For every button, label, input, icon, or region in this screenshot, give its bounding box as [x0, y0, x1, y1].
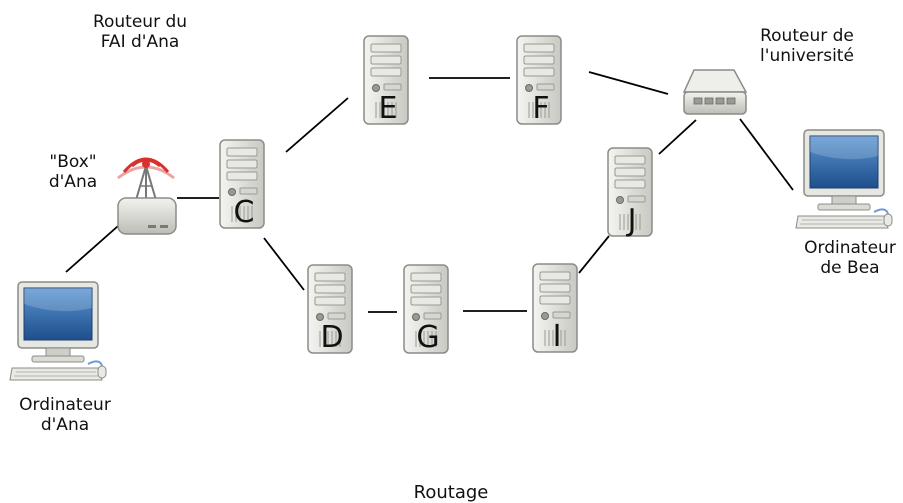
box-label-line1: "Box" — [49, 152, 97, 172]
link-j-i — [578, 235, 610, 274]
link-uni-bea — [739, 118, 794, 191]
bea-computer-label-line1: Ordinateur — [804, 238, 896, 258]
link-f-uni — [588, 71, 669, 95]
university-router-label-line2: l'université — [760, 46, 854, 66]
server-c-icon: C — [219, 139, 265, 230]
box-router-icon — [117, 157, 177, 235]
server-i-icon: I — [532, 263, 578, 354]
university-router-icon — [682, 69, 748, 115]
bea-computer-label: Ordinateur de Bea — [790, 238, 903, 278]
isp-router-label-line2: FAI d'Ana — [100, 32, 180, 52]
isp-router-label: Routeur du FAI d'Ana — [75, 12, 205, 52]
box-label-line2: d'Ana — [48, 172, 98, 192]
connection-lines — [65, 71, 794, 313]
server-e-label: E — [379, 91, 398, 126]
isp-router-label-line1: Routeur du — [92, 12, 188, 32]
server-d-label: D — [320, 320, 343, 355]
bea-computer-label-line2: de Bea — [820, 258, 880, 278]
server-d-icon: D — [307, 264, 353, 355]
box-label: "Box" d'Ana — [28, 152, 118, 192]
link-c-e — [285, 97, 349, 153]
computer-bea-icon — [795, 129, 893, 229]
diagram-caption: Routage — [413, 482, 489, 503]
servers-layer: C D E F G I J — [219, 35, 653, 355]
server-e-icon: E — [363, 35, 409, 126]
ana-computer-label-line2: d'Ana — [40, 415, 90, 435]
link-uni-j — [658, 119, 697, 155]
server-g-label: G — [416, 320, 439, 355]
server-g-icon: G — [403, 264, 449, 355]
server-f-icon: F — [516, 35, 562, 126]
server-j-icon: J — [607, 147, 653, 238]
link-c-d — [263, 237, 305, 291]
university-router-label: Routeur de l'université — [742, 26, 872, 66]
server-c-label: C — [234, 195, 255, 230]
server-j-label: J — [626, 203, 637, 238]
university-router-label-line1: Routeur de — [760, 26, 854, 46]
ana-computer-label-line1: Ordinateur — [19, 395, 111, 415]
ana-computer-label: Ordinateur d'Ana — [5, 395, 125, 435]
link-ana-box — [65, 225, 119, 273]
server-f-label: F — [532, 91, 549, 126]
computer-ana-icon — [9, 281, 107, 381]
server-i-label: I — [553, 319, 562, 354]
